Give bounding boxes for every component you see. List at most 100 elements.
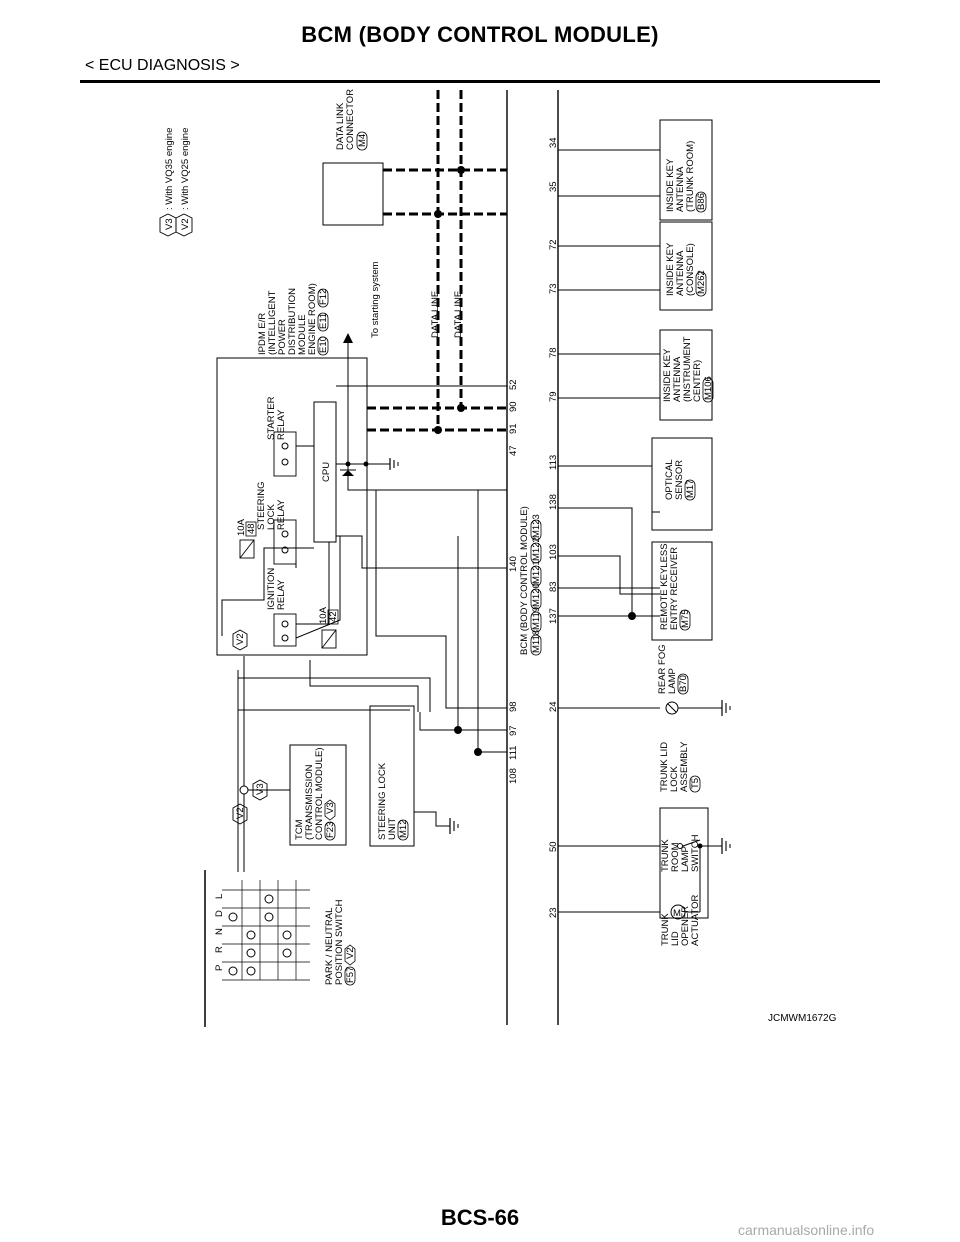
tcm-box (289, 744, 347, 846)
svg-text:LID: LID (670, 931, 681, 946)
svg-text:ANTENNA: ANTENNA (675, 166, 686, 212)
junction-dot (474, 748, 482, 756)
svg-text:LOCK: LOCK (266, 503, 277, 530)
pnp-switch-grid (222, 880, 310, 981)
svg-text:RELAY: RELAY (276, 409, 287, 440)
remote-keyless-entry-receiver-box (651, 541, 713, 641)
inside-key-antenna-console-label: INSIDE KEY ANTENNA (CONSOLE) M262 (665, 242, 707, 297)
junction-dot (457, 404, 465, 412)
inside-key-antenna-trunk-box (659, 119, 713, 221)
bcm-label: BCM (BODY CONTROL MODULE) M118 M119 M120… (519, 506, 542, 656)
svg-text:M120: M120 (531, 583, 542, 607)
svg-text:OPENER: OPENER (680, 906, 691, 946)
svg-text:V3: V3 (164, 218, 175, 230)
svg-text:CONTROL MODULE): CONTROL MODULE) (314, 747, 325, 840)
legend-v3: V3 : With VQ35 engine (159, 128, 177, 237)
pin-111: 111 (508, 746, 519, 760)
steering-lock-relay (273, 519, 297, 565)
optical-sensor-label: OPTICAL SENSOR M17 (664, 459, 696, 501)
pin-23: 23 (548, 907, 559, 918)
svg-text:ENGINE ROOM): ENGINE ROOM) (307, 283, 318, 355)
steering-lock-unit-label: STEERING LOCK UNIT M12 (377, 762, 409, 841)
svg-text:V2: V2 (180, 218, 191, 230)
svg-text:V3: V3 (255, 783, 266, 795)
svg-text:(INTELLIGENT: (INTELLIGENT (267, 290, 278, 355)
cpu-block (313, 401, 337, 543)
svg-text:42: 42 (328, 611, 339, 622)
pin-47: 47 (508, 445, 519, 456)
pin-35: 35 (548, 181, 559, 192)
pin-79: 79 (548, 391, 559, 402)
tcm-v2-tag: V2 (232, 803, 248, 825)
svg-text:F12: F12 (318, 289, 329, 305)
ignition-relay-label: IGNITION RELAY (266, 568, 287, 610)
pin-78: 78 (548, 347, 559, 358)
pin-34: 34 (548, 137, 559, 148)
svg-text:ANTENNA: ANTENNA (675, 250, 686, 296)
pin-91: 91 (508, 423, 519, 434)
svg-text:T5: T5 (690, 778, 701, 789)
legend-v2: V2 : With VQ25 engine (175, 128, 193, 237)
fuse-48-label: 10A 48 (236, 518, 257, 537)
svg-text:INSIDE KEY: INSIDE KEY (665, 158, 676, 212)
junction-dot (434, 426, 442, 434)
optical-sensor-box (651, 437, 713, 531)
svg-text:M119: M119 (531, 607, 542, 630)
section-breadcrumb: < ECU DIAGNOSIS > (85, 57, 240, 74)
svg-text:BCM (BODY CONTROL MODULE): BCM (BODY CONTROL MODULE) (519, 506, 530, 655)
svg-text:LAMP: LAMP (680, 846, 691, 872)
svg-text:(TRANSMISSION: (TRANSMISSION (304, 764, 315, 840)
motor-symbol: M (673, 908, 681, 919)
pin-52: 52 (508, 379, 519, 390)
svg-text:STEERING: STEERING (256, 481, 267, 530)
svg-text:ACTUATOR: ACTUATOR (690, 894, 701, 946)
svg-text:REAR FOG: REAR FOG (657, 644, 668, 694)
svg-text:LAMP: LAMP (667, 668, 678, 694)
pin-108: 108 (508, 768, 519, 784)
svg-text:V2: V2 (235, 633, 246, 645)
pnp-position-p: P (214, 965, 225, 971)
data-link-connector-label: DATA LINK CONNECTOR M4 (335, 89, 368, 151)
pin-73: 73 (548, 283, 559, 294)
svg-text:INSIDE KEY: INSIDE KEY (662, 348, 673, 402)
svg-text:(TRUNK ROOM): (TRUNK ROOM) (685, 141, 696, 212)
ipdm-box (216, 357, 368, 656)
svg-text:B86: B86 (696, 193, 707, 210)
svg-text:ANTENNA: ANTENNA (672, 356, 683, 402)
ipdm-label: IPDM E/R (INTELLIGENT POWER DISTRIBUTION… (257, 283, 329, 356)
inside-key-antenna-instrument-box (659, 329, 713, 421)
data-link-connector-box (322, 162, 384, 226)
svg-text:V2: V2 (345, 947, 356, 959)
svg-text:PARK / NEUTRAL: PARK / NEUTRAL (324, 908, 335, 985)
pin-98: 98 (508, 701, 519, 712)
starting-system-arrow (343, 333, 353, 343)
svg-text:UNIT: UNIT (387, 818, 398, 840)
svg-text:M123: M123 (531, 514, 542, 538)
pin-90: 90 (508, 401, 519, 412)
pnp-switch-label: PARK / NEUTRAL POSITION SWITCH F57 V2 (324, 899, 356, 986)
pnp-position-l: L (214, 894, 225, 899)
header-rule (80, 80, 880, 83)
svg-text:IGNITION: IGNITION (266, 568, 277, 610)
svg-text:OPTICAL: OPTICAL (664, 459, 675, 500)
svg-text:RELAY: RELAY (276, 579, 287, 610)
watermark: carmanualsonline.info (738, 1222, 875, 1238)
svg-text:M75: M75 (680, 610, 691, 628)
pin-50: 50 (548, 841, 559, 852)
inside-key-antenna-trunk-label: INSIDE KEY ANTENNA (TRUNK ROOM) B86 (665, 141, 707, 213)
svg-text:48: 48 (246, 523, 257, 534)
cpu-label: CPU (321, 462, 332, 482)
svg-text:MODULE: MODULE (297, 314, 308, 355)
pin-72: 72 (548, 239, 559, 250)
svg-text:STARTER: STARTER (266, 396, 277, 440)
starting-system-label: To starting system (370, 261, 381, 338)
svg-text:LOCK: LOCK (669, 765, 680, 792)
fuse-48 (239, 539, 255, 559)
svg-text:M122: M122 (531, 537, 542, 561)
inside-key-antenna-console-box (659, 221, 713, 311)
svg-text:POWER: POWER (277, 319, 288, 355)
svg-text:(CONSOLE): (CONSOLE) (685, 243, 696, 296)
tcm-v3-tag: V3 (252, 779, 268, 801)
steering-lock-relay-label: STEERING LOCK RELAY (256, 481, 287, 530)
